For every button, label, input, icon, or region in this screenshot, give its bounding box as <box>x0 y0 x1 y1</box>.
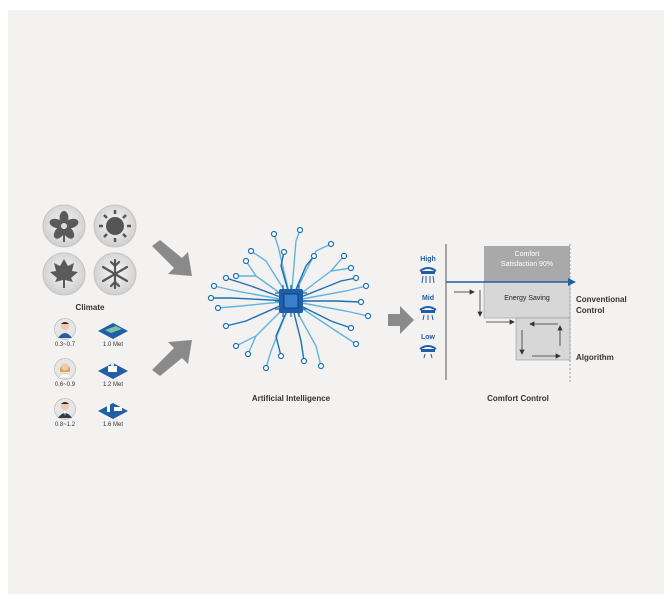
arrow-icon <box>152 240 192 276</box>
level-mid-label: Mid <box>421 295 435 302</box>
satisfaction-line: Comfort <box>514 251 540 258</box>
sun-icon <box>93 204 137 248</box>
energy-saving-label: Energy Saving <box>504 295 550 302</box>
level-low-label: Low <box>421 334 435 341</box>
clo-value: 0.3~0.7 <box>54 342 76 348</box>
conventional-line: Conventional <box>576 295 627 304</box>
comfort-control-chart <box>445 244 576 384</box>
person-office-icon <box>54 358 76 380</box>
ai-brain-circuit <box>207 226 372 372</box>
climate-label: Climate <box>75 303 105 312</box>
fan-mid-icon <box>419 306 437 321</box>
clo-value: 0.8~1.2 <box>54 422 76 428</box>
arrow-icon <box>152 340 192 376</box>
conventional-line: Control <box>576 306 605 315</box>
leaf-icon <box>42 252 86 296</box>
fan-high-icon <box>419 267 437 284</box>
snowflake-icon <box>93 252 137 296</box>
conventional-control-label: Conventional Control <box>576 294 627 316</box>
level-high-label: High <box>420 256 436 263</box>
met-value: 1.6 Met <box>102 422 123 428</box>
satisfaction-line: Satisfaction 90% <box>500 261 554 268</box>
satisfaction-text: Comfort Satisfaction 90% <box>484 250 570 270</box>
algorithm-label: Algorithm <box>576 353 614 362</box>
conventional-control-line <box>446 278 576 286</box>
satisfaction-box <box>484 246 570 282</box>
comfort-control-label: Comfort Control <box>487 394 549 403</box>
standing-work-icon <box>98 403 128 419</box>
fan-low-icon <box>419 345 437 359</box>
desk-work-icon <box>98 363 128 379</box>
arrow-icon <box>388 306 414 334</box>
person-suit-icon <box>54 398 76 420</box>
met-value: 1.0 Met <box>102 342 123 348</box>
person-casual-icon <box>54 318 76 340</box>
climate-icons <box>42 204 137 296</box>
ai-label: Artificial Intelligence <box>251 394 331 403</box>
resting-icon <box>98 323 128 339</box>
diagram-canvas: Climate 0.3~0.7 1.0 Met 0.6 <box>8 10 664 594</box>
processor-chip-icon <box>275 285 307 317</box>
clo-value: 0.6~0.9 <box>54 382 76 388</box>
energy-saving-box <box>483 281 571 319</box>
flower-icon <box>42 204 86 248</box>
met-value: 1.2 Met <box>102 382 123 388</box>
algorithm-box <box>515 317 571 361</box>
